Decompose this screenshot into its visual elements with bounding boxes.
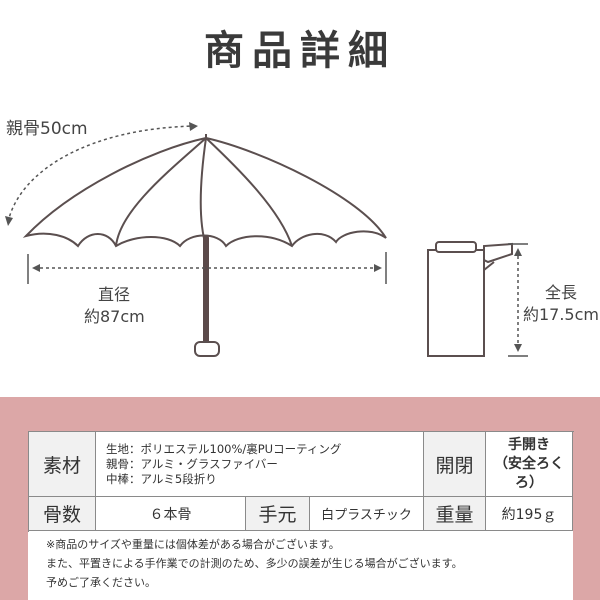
folded-umbrella-illustration <box>427 241 513 357</box>
open-umbrella-illustration <box>22 134 387 248</box>
diameter-arrow <box>27 252 387 284</box>
rib-count-value: ６本骨 <box>96 497 246 531</box>
umbrella-shaft <box>194 236 220 357</box>
weight-value: 約195ｇ <box>486 497 573 531</box>
umbrella-diagram <box>5 122 528 357</box>
material-label: 素材 <box>29 432 96 497</box>
material-line: 生地：ポリエステル100%/裏PUコーティング <box>106 441 342 456</box>
opening-label: 開閉 <box>424 432 486 497</box>
opening-value-line1: 手開き <box>508 436 550 453</box>
diameter-value: 約87cm <box>84 307 145 326</box>
opening-value-line2: （安全ろくろ） <box>494 455 564 491</box>
note-line: 予めご了承ください。 <box>46 576 156 589</box>
material-value: 生地：ポリエステル100%/裏PUコーティング 親骨：アルミ・グラスファイバー … <box>96 432 424 497</box>
note-line: また、平置きによる手作業での計測のため、多少の誤差が生じる場合がございます。 <box>46 557 463 570</box>
length-arrow <box>508 243 528 357</box>
handle-value: 白プラスチック <box>310 497 424 531</box>
rib-length-arrow <box>7 125 197 223</box>
notes: ※商品のサイズや重量には個体差がある場合がございます。 また、平置きによる手作業… <box>46 535 463 592</box>
spec-panel: 素材 生地：ポリエステル100%/裏PUコーティング 親骨：アルミ・グラスファイ… <box>28 431 574 600</box>
rib-length-label: 親骨50cm <box>6 119 88 139</box>
length-label: 全長 <box>544 283 577 302</box>
note-line: ※商品のサイズや重量には個体差がある場合がございます。 <box>46 538 340 551</box>
material-line: 中棒：アルミ5段折り <box>106 471 217 486</box>
material-line: 親骨：アルミ・グラスファイバー <box>106 456 278 471</box>
spec-table: 素材 生地：ポリエステル100%/裏PUコーティング 親骨：アルミ・グラスファイ… <box>28 431 574 532</box>
rib-count-label: 骨数 <box>29 497 96 531</box>
handle-label: 手元 <box>246 497 310 531</box>
page-title: 商品詳細 <box>204 28 396 74</box>
diameter-label-block: 直径 約87cm <box>84 284 145 328</box>
weight-label: 重量 <box>424 497 486 531</box>
length-value: 約17.5cm <box>522 305 599 324</box>
length-label-block: 全長 約17.5cm <box>522 282 600 326</box>
opening-value: 手開き （安全ろくろ） <box>486 432 573 497</box>
diameter-label: 直径 <box>97 285 130 304</box>
